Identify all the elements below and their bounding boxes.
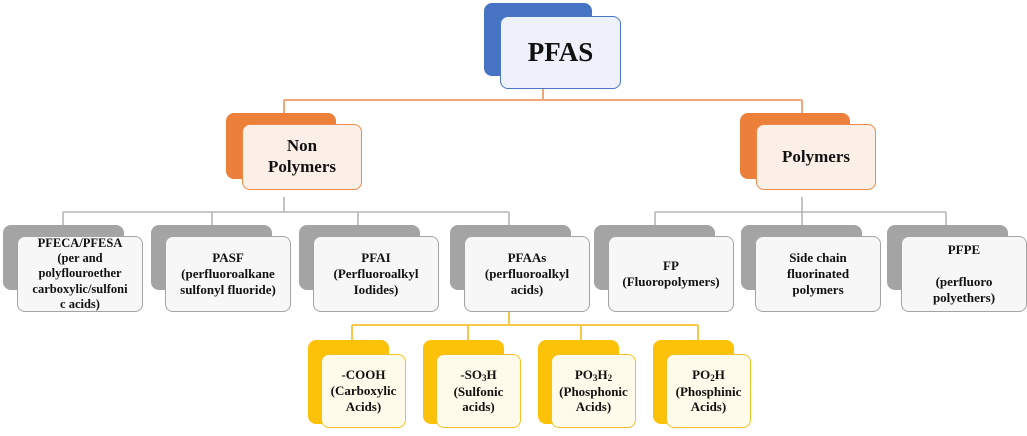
pfeca-pfesa-label: PFECA/PFESA (per and polyflouroether car… — [17, 236, 143, 312]
so3h-name: (Sulfonic acids) — [453, 383, 504, 415]
po3h2-label: PO3H2(Phosphonic Acids) — [551, 354, 636, 428]
non-polymers-label: Non Polymers — [242, 124, 362, 190]
pasf-label: PASF (perfluoroalkane sulfonyl fluoride) — [165, 236, 291, 312]
so3h-label: -SO3H(Sulfonic acids) — [436, 354, 521, 428]
polymers-label: Polymers — [756, 124, 876, 190]
so3h-formula: -SO3H — [460, 366, 497, 383]
cooh-name: (Carboxylic Acids) — [330, 383, 397, 414]
po3h2-formula: PO3H2 — [574, 366, 613, 383]
pfas-label: PFAS — [500, 16, 621, 89]
pfpe-label: PFPE (perfluoro polyethers) — [901, 236, 1027, 312]
cooh-formula: -COOH — [341, 367, 386, 383]
side-chain-label: Side chain fluorinated polymers — [755, 236, 881, 312]
po2h-name: (Phosphinic Acids) — [675, 383, 742, 415]
po2h-label: PO2H(Phosphinic Acids) — [666, 354, 751, 428]
pfai-label: PFAI (Perfluoroalkyl Iodides) — [313, 236, 439, 312]
fp-label: FP (Fluoropolymers) — [608, 236, 734, 312]
po2h-formula: PO2H — [692, 366, 725, 383]
cooh-label: -COOH(Carboxylic Acids) — [321, 354, 406, 428]
pfaas-label: PFAAs (perfluoroalkyl acids) — [464, 236, 590, 312]
po3h2-name: (Phosphonic Acids) — [559, 383, 628, 415]
